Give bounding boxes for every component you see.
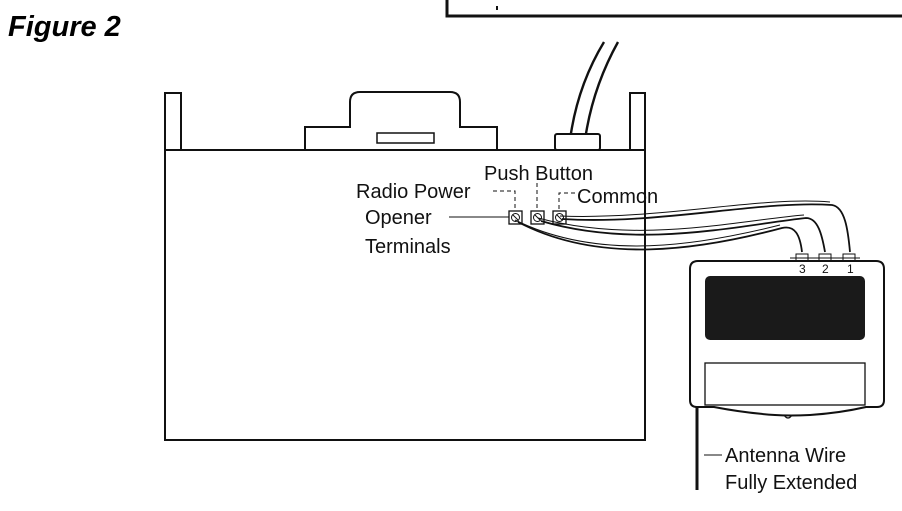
label-opener: Opener [365, 207, 432, 229]
terminal-screw-radio-power [508, 210, 523, 225]
receiver-terminal-2: 2 [822, 262, 829, 276]
label-antenna-wire: Antenna Wire [725, 445, 846, 467]
label-push-button: Push Button [484, 163, 593, 185]
terminal-screw-common [552, 210, 567, 225]
partial-caption-box [445, 0, 902, 18]
receiver-terminal-3: 3 [799, 262, 806, 276]
opener-terminals [508, 210, 567, 225]
leader-lines [449, 183, 575, 218]
receiver-label-area [704, 362, 866, 406]
label-terminals: Terminals [365, 236, 451, 258]
terminal-screw-push-button [530, 210, 545, 225]
receiver-terminal-posts [790, 253, 860, 262]
receiver-terminal-1: 1 [847, 262, 854, 276]
label-fully-extended: Fully Extended [725, 472, 857, 494]
label-radio-power: Radio Power [356, 181, 471, 203]
connection-wires [514, 200, 851, 253]
radio-receiver: 3 2 1 [689, 253, 885, 419]
overhead-cable [568, 41, 620, 141]
label-common: Common [577, 186, 658, 208]
receiver-display [705, 276, 865, 340]
figure-title: Figure 2 [8, 11, 121, 43]
opener-unit [164, 91, 646, 441]
antenna-wire [695, 406, 722, 490]
